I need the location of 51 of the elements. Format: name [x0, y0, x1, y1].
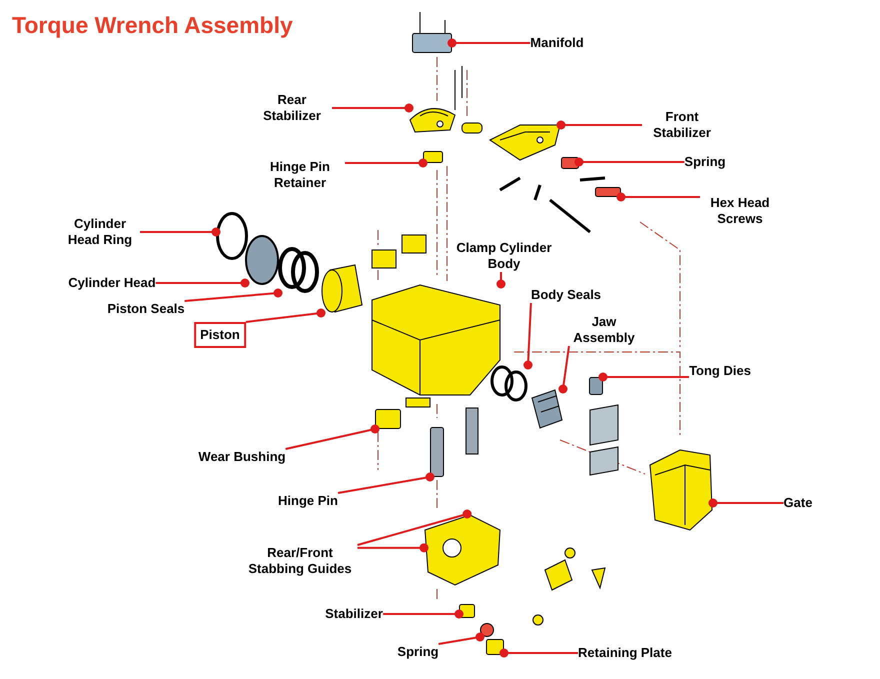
- leader-line: [285, 424, 380, 450]
- retainer-drawing: [423, 151, 443, 163]
- part-label: Clamp Cylinder Body: [454, 240, 554, 272]
- piston-drawing: [321, 264, 363, 313]
- leader-line: [357, 510, 472, 546]
- part-label: Body Seals: [530, 287, 602, 303]
- leader-line: [708, 498, 784, 508]
- cylinder-head-drawing: [245, 235, 279, 285]
- boxed-part-label: Piston: [194, 322, 246, 348]
- leader-line: [496, 272, 506, 288]
- jaw-drawing: [531, 389, 563, 429]
- plate-drawing: [486, 639, 504, 655]
- leader-line: [332, 104, 414, 112]
- part-label: Wear Bushing: [198, 449, 286, 465]
- leader-line: [616, 192, 700, 202]
- part-label: Tong Dies: [689, 363, 751, 379]
- leader-line: [558, 346, 570, 394]
- seal-rings-drawing: [278, 247, 319, 293]
- leader-line: [500, 648, 578, 658]
- leader-line: [524, 302, 532, 370]
- cylinder-body-drawing: [371, 284, 501, 396]
- leader-line: [156, 278, 250, 288]
- leader-line: [140, 228, 220, 236]
- part-label: Cylinder Head: [68, 275, 156, 291]
- part-label: Spring: [684, 154, 726, 170]
- part-label: Spring: [397, 644, 439, 660]
- leader-line: [345, 158, 428, 168]
- front-stabilizer-drawing: [489, 124, 561, 161]
- leader-line: [598, 372, 690, 382]
- part-label: Retaining Plate: [578, 645, 672, 661]
- leader-line: [448, 38, 530, 48]
- leader-line: [438, 632, 484, 645]
- diagram-title: Torque Wrench Assembly: [12, 11, 293, 40]
- leader-line: [184, 288, 282, 302]
- part-label: Hinge Pin: [278, 493, 338, 509]
- leader-line: [338, 472, 434, 494]
- screw-drawing: [595, 187, 621, 197]
- guide-drawing: [424, 514, 501, 586]
- leader-line: [574, 158, 684, 166]
- leader-line: [358, 543, 428, 552]
- gate-drawing: [649, 449, 713, 531]
- spring-drawing: [480, 623, 494, 637]
- leader-line: [246, 308, 326, 323]
- leader-line: [556, 120, 642, 130]
- manifold-drawing: [412, 33, 452, 53]
- pin-drawing: [430, 427, 444, 477]
- bushing-drawing: [375, 409, 401, 429]
- leader-line: [382, 610, 464, 618]
- die-drawing: [589, 377, 603, 395]
- seal-rings-drawing: [490, 365, 528, 402]
- ring-drawing: [216, 212, 248, 260]
